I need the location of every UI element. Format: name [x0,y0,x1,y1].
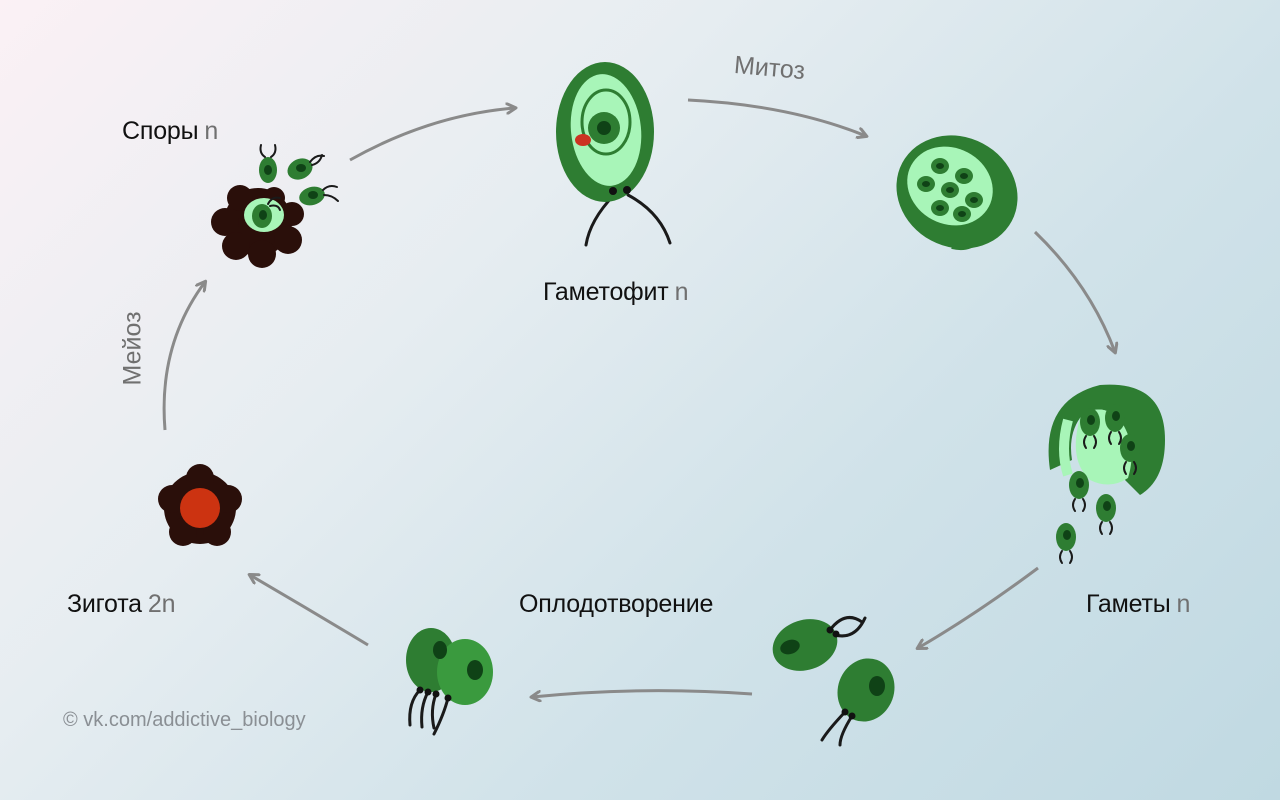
fertilization-label: Оплодотворение [519,590,713,619]
fertilization-name: Оплодотворение [519,590,714,618]
arrow-to-gamete-release [1033,230,1115,352]
zygote-cell [158,464,242,546]
gametes-ploidy: n [1176,590,1191,618]
gametophyte-name: Гаметофит [543,278,669,306]
zoosporangium [896,135,1018,251]
mitosis-label: Митоз [732,50,807,86]
spores-cluster [211,144,339,268]
fusing-gametes [406,628,493,736]
arrow-spores-to-gametophyte [349,108,515,162]
gametophyte-cell [556,62,672,247]
spores-ploidy: n [204,117,219,145]
gametophyte-ploidy: n [674,278,689,306]
credit-text: © vk.com/addictive_biology [63,709,306,731]
gamete-release [1048,384,1165,564]
spores-name: Споры [122,117,199,145]
arrow-meiosis [162,282,205,431]
zygote-ploidy: 2n [147,590,176,618]
arrow-mitosis [687,98,866,136]
meiosis-label: Мейоз [118,311,147,386]
gamete-pair [772,616,895,747]
zygote-name: Зигота [67,590,142,618]
arrow-to-zygote [250,575,369,647]
gametes-name: Гаметы [1086,590,1171,618]
arrow-gametes-to-pair [918,566,1039,648]
arrow-to-fertilization [532,689,753,697]
